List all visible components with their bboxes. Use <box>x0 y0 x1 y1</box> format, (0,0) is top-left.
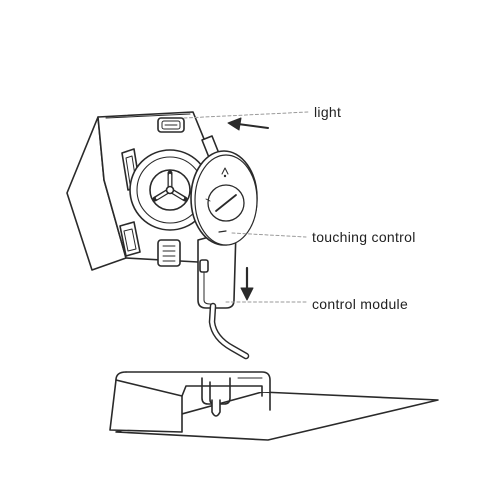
mounting-base <box>109 371 439 441</box>
power-cable <box>208 302 250 360</box>
connector-port-bottom-left <box>119 221 141 257</box>
connector-port-top <box>157 117 185 133</box>
direction-arrow <box>227 117 269 131</box>
touch-strip <box>218 230 227 233</box>
leader-light <box>183 111 309 119</box>
callout-control-module: control module <box>312 296 409 312</box>
callout-light: light <box>314 104 342 120</box>
callout-touching-control: touching control <box>312 229 416 245</box>
connector-port-bottom <box>157 239 181 267</box>
mounting-slot <box>201 377 231 417</box>
tri-clip-icon <box>152 170 188 202</box>
leader-touching-control <box>231 232 307 238</box>
control-disc <box>190 150 258 246</box>
hexagon-light-panel <box>66 111 225 271</box>
control-module <box>190 150 258 360</box>
leader-lines <box>183 111 309 303</box>
direction-arrow-down <box>240 266 254 301</box>
